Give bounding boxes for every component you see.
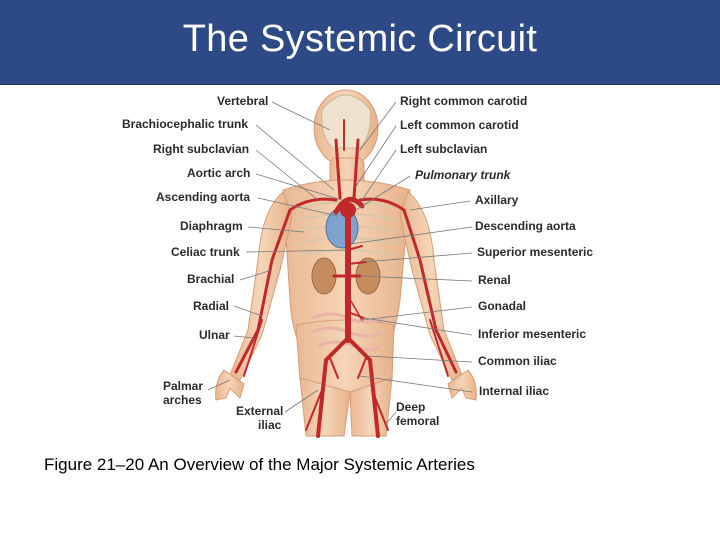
label-common-iliac: Common iliac bbox=[478, 354, 557, 368]
label-radial: Radial bbox=[193, 299, 230, 313]
label-palmar-arches-line2: arches bbox=[163, 393, 202, 407]
skull-outline bbox=[321, 94, 371, 149]
figure-caption: Figure 21–20 An Overview of the Major Sy… bbox=[44, 455, 475, 474]
label-internal-iliac: Internal iliac bbox=[479, 384, 550, 398]
label-renal: Renal bbox=[478, 273, 511, 287]
label-superior-mesenteric: Superior mesenteric bbox=[477, 245, 594, 259]
label-aortic-arch: Aortic arch bbox=[187, 166, 251, 180]
label-gonadal: Gonadal bbox=[478, 299, 527, 313]
label-external-iliac-line1: External bbox=[236, 404, 284, 418]
label-ascending-aorta: Ascending aorta bbox=[156, 190, 251, 204]
title-bar: The Systemic Circuit bbox=[0, 0, 720, 85]
label-pulmonary-trunk: Pulmonary trunk bbox=[415, 168, 511, 182]
label-ulnar: Ulnar bbox=[199, 328, 230, 342]
label-descending-aorta: Descending aorta bbox=[475, 219, 576, 233]
leader-lines-left bbox=[207, 101, 347, 413]
label-brachial: Brachial bbox=[187, 272, 235, 286]
label-brachiocephalic-trunk: Brachiocephalic trunk bbox=[122, 117, 249, 131]
label-palmar-arches-line1: Palmar bbox=[163, 379, 204, 393]
slide-title: The Systemic Circuit bbox=[182, 18, 538, 60]
label-right-common-carotid: Right common carotid bbox=[400, 94, 528, 108]
label-celiac-trunk: Celiac trunk bbox=[171, 245, 240, 259]
label-diaphragm: Diaphragm bbox=[180, 219, 243, 233]
label-deep-femoral-line2: femoral bbox=[396, 414, 440, 428]
label-left-common-carotid: Left common carotid bbox=[400, 118, 519, 132]
label-vertebral: Vertebral bbox=[217, 94, 269, 108]
label-right-subclavian: Right subclavian bbox=[153, 142, 250, 156]
label-left-subclavian: Left subclavian bbox=[400, 142, 488, 156]
label-axillary: Axillary bbox=[475, 193, 519, 207]
label-inferior-mesenteric: Inferior mesenteric bbox=[478, 327, 587, 341]
label-deep-femoral-line1: Deep bbox=[396, 400, 426, 414]
leader-lines-right bbox=[349, 101, 473, 425]
label-external-iliac-line2: iliac bbox=[258, 418, 282, 432]
